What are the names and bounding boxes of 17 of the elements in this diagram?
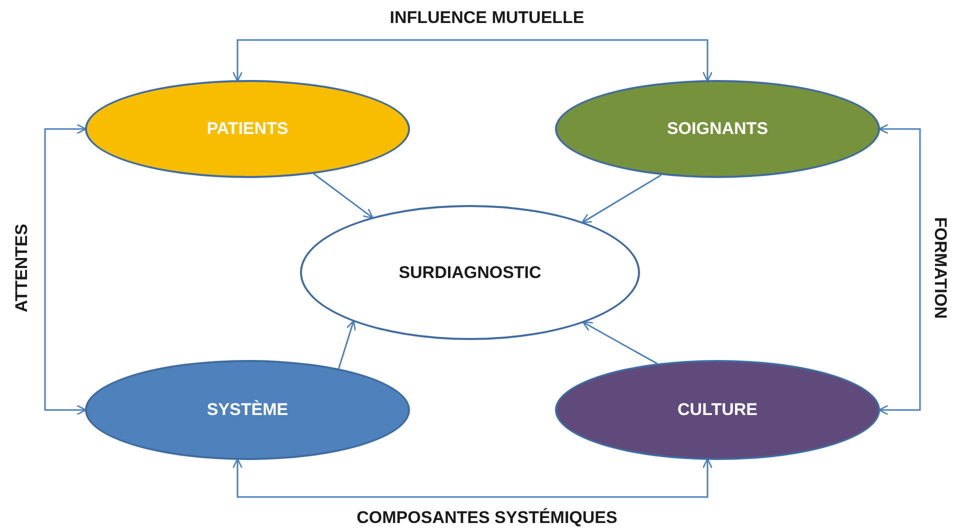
- edge-label: FORMATION: [930, 217, 950, 319]
- arrow: [313, 173, 374, 219]
- node-label: SOIGNANTS: [666, 119, 768, 139]
- node-label: SURDIAGNOSTIC: [398, 262, 542, 282]
- arrow: [582, 322, 658, 364]
- arrow: [232, 458, 713, 498]
- node-label: PATIENTS: [206, 119, 288, 139]
- edge-label: COMPOSANTES SYSTÉMIQUES: [356, 508, 618, 528]
- node-label: SYSTÈME: [206, 400, 288, 420]
- node-label: CULTURE: [678, 400, 758, 420]
- edge-label: INFLUENCE MUTUELLE: [390, 8, 584, 28]
- arrow: [44, 124, 87, 416]
- arrow: [232, 39, 713, 82]
- arrow: [878, 124, 921, 416]
- arrow: [338, 320, 356, 369]
- arrow: [582, 174, 662, 224]
- edge-label: ATTENTES: [12, 224, 32, 312]
